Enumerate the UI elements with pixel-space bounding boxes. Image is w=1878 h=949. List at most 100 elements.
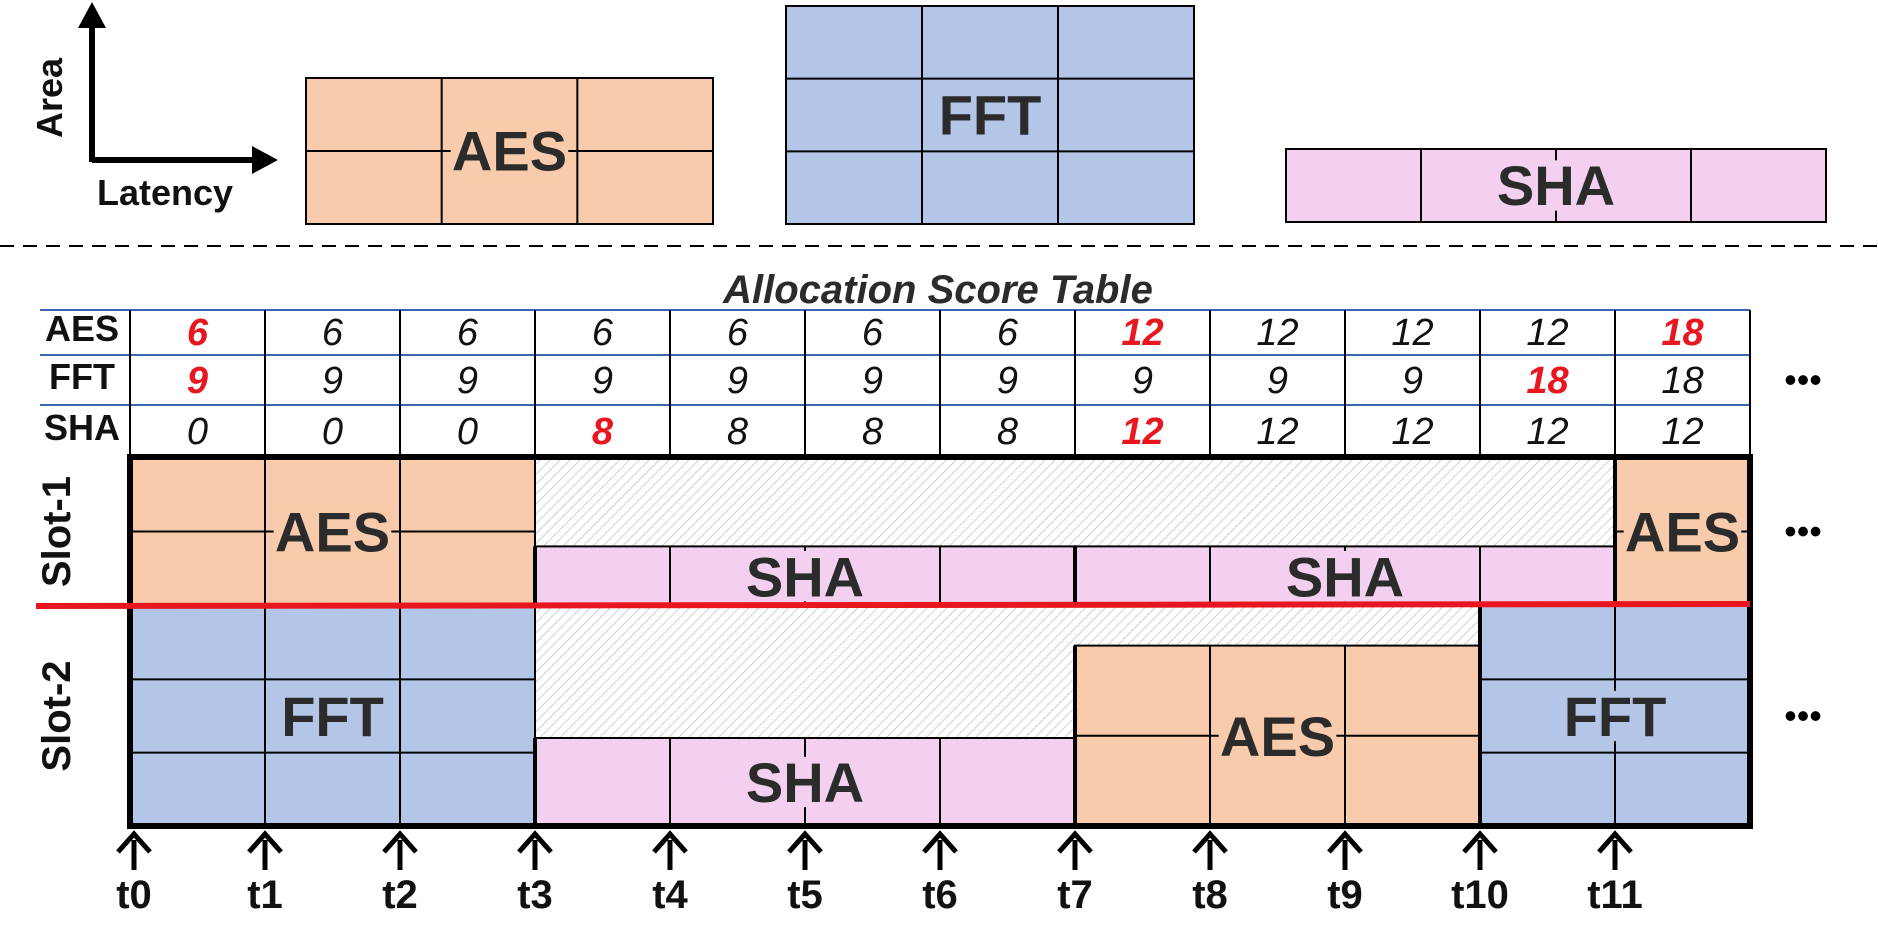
legend-block-aes: AES bbox=[305, 77, 714, 225]
axis-icon bbox=[78, 2, 278, 174]
score-cell-sha-8: 12 bbox=[1256, 411, 1298, 453]
slot-2-task-aes-2: AES bbox=[1073, 644, 1481, 827]
time-label: t2 bbox=[382, 873, 418, 917]
score-cell-fft-4: 9 bbox=[727, 360, 748, 402]
score-cell-sha-6: 8 bbox=[997, 411, 1018, 453]
slot-label-2: Slot-2 bbox=[35, 660, 79, 771]
time-marker-t2: t2 bbox=[382, 830, 418, 917]
score-cell-aes-9: 12 bbox=[1391, 312, 1433, 354]
score-cell-aes-2: 6 bbox=[457, 312, 479, 354]
score-cell-fft-1: 9 bbox=[322, 360, 343, 402]
time-label: t1 bbox=[247, 873, 283, 917]
task-label: SHA bbox=[746, 751, 864, 814]
score-cell-fft-2: 9 bbox=[457, 360, 478, 402]
score-cell-sha-11: 12 bbox=[1661, 411, 1703, 453]
slot-2-task-fft-3: FFT bbox=[1478, 605, 1751, 827]
score-cell-fft-0: 9 bbox=[187, 360, 208, 402]
slot-1-task-sha-2: SHA bbox=[1073, 545, 1616, 608]
score-cell-aes-1: 6 bbox=[322, 312, 344, 354]
score-cell-fft-9: 9 bbox=[1402, 360, 1423, 402]
score-cell-sha-2: 0 bbox=[457, 411, 478, 453]
score-cell-sha-7: 12 bbox=[1121, 411, 1163, 453]
time-marker-t1: t1 bbox=[247, 830, 283, 917]
legend-block-label: FFT bbox=[939, 84, 1042, 147]
slot-2-task-sha-1: SHA bbox=[533, 737, 1076, 827]
score-cell-sha-5: 8 bbox=[862, 411, 883, 453]
x-axis-label: Latency bbox=[97, 172, 233, 213]
time-label: t8 bbox=[1192, 873, 1228, 917]
time-marker-t3: t3 bbox=[517, 830, 553, 917]
score-table-ellipsis: ••• bbox=[1784, 359, 1822, 400]
slot-frame bbox=[127, 454, 1753, 829]
slot-1-task-aes-3: AES bbox=[1613, 456, 1751, 607]
time-marker-t7: t7 bbox=[1057, 830, 1093, 917]
task-label: AES bbox=[275, 501, 390, 564]
slot-ellipsis-2: ••• bbox=[1784, 695, 1822, 736]
time-label: t7 bbox=[1057, 873, 1093, 917]
score-cell-aes-11: 18 bbox=[1661, 312, 1704, 354]
time-label: t0 bbox=[116, 873, 152, 917]
task-label: FFT bbox=[281, 685, 384, 748]
score-table: Allocation Score Table AES 6 6 6 6 6 6 6 12 12 12 1… bbox=[40, 268, 1822, 457]
slot-boundary-line bbox=[35, 601, 1751, 609]
score-cell-aes-8: 12 bbox=[1256, 312, 1298, 354]
time-marker-t5: t5 bbox=[787, 830, 823, 917]
time-label: t4 bbox=[652, 873, 688, 917]
score-cell-sha-9: 12 bbox=[1391, 411, 1433, 453]
legend-block-label: AES bbox=[452, 120, 567, 183]
score-cell-fft-8: 9 bbox=[1267, 360, 1288, 402]
legend-block-sha: SHA bbox=[1285, 148, 1827, 223]
score-cell-aes-5: 6 bbox=[862, 312, 884, 354]
slot-2-task-fft-0: FFT bbox=[128, 605, 536, 827]
time-marker-t4: t4 bbox=[652, 830, 689, 917]
task-label: AES bbox=[1220, 705, 1335, 768]
time-marker-t11: t11 bbox=[1587, 830, 1643, 917]
time-marker-t10: t10 bbox=[1451, 830, 1509, 917]
score-cell-aes-10: 12 bbox=[1526, 312, 1568, 354]
score-cell-fft-6: 9 bbox=[997, 360, 1018, 402]
time-label: t3 bbox=[517, 873, 553, 917]
legend: Area Latency AES FFT SHA bbox=[29, 2, 1827, 225]
time-label: t6 bbox=[922, 873, 958, 917]
score-cell-aes-3: 6 bbox=[592, 312, 614, 354]
score-cell-aes-0: 6 bbox=[187, 312, 209, 354]
slot-1-task-sha-1: SHA bbox=[533, 545, 1076, 608]
score-cell-fft-10: 18 bbox=[1526, 360, 1569, 402]
time-label: t10 bbox=[1451, 873, 1509, 917]
score-cell-sha-0: 0 bbox=[187, 411, 208, 453]
score-cell-sha-1: 0 bbox=[322, 411, 343, 453]
time-label: t5 bbox=[787, 873, 823, 917]
slot-timeline: AES SHA SHA AES Slot-1 ••• FFT SHA AES FFT Slot-2 •… bbox=[35, 454, 1822, 917]
time-marker-t6: t6 bbox=[922, 830, 958, 917]
score-cell-sha-3: 8 bbox=[592, 411, 614, 453]
legend-block-label: SHA bbox=[1497, 154, 1615, 217]
slot-1-task-aes-0: AES bbox=[128, 456, 536, 607]
task-label: SHA bbox=[1286, 545, 1404, 608]
legend-block-fft: FFT bbox=[785, 5, 1195, 225]
score-cell-sha-4: 8 bbox=[727, 411, 748, 453]
time-marker-t9: t9 bbox=[1327, 830, 1363, 917]
time-marker-t8: t8 bbox=[1192, 830, 1228, 917]
score-row-label-aes: AES bbox=[45, 308, 119, 349]
score-cell-sha-10: 12 bbox=[1526, 411, 1568, 453]
score-cell-fft-5: 9 bbox=[862, 360, 883, 402]
task-label: SHA bbox=[746, 545, 864, 608]
score-row-label-sha: SHA bbox=[44, 407, 120, 448]
time-label: t11 bbox=[1587, 873, 1643, 917]
score-row-label-fft: FFT bbox=[49, 356, 115, 397]
score-cell-aes-6: 6 bbox=[997, 312, 1019, 354]
score-cell-fft-11: 18 bbox=[1661, 360, 1703, 402]
time-marker-t0: t0 bbox=[116, 830, 152, 917]
slot-ellipsis-1: ••• bbox=[1784, 511, 1822, 552]
score-cell-aes-7: 12 bbox=[1121, 312, 1163, 354]
y-axis-label: Area bbox=[29, 57, 70, 138]
task-label: AES bbox=[1625, 501, 1740, 564]
score-cell-aes-4: 6 bbox=[727, 312, 749, 354]
score-cell-fft-7: 9 bbox=[1132, 360, 1153, 402]
task-label: FFT bbox=[1564, 685, 1667, 748]
slot-label-1: Slot-1 bbox=[35, 476, 79, 587]
time-label: t9 bbox=[1327, 873, 1363, 917]
score-table-title: Allocation Score Table bbox=[722, 268, 1153, 312]
score-cell-fft-3: 9 bbox=[592, 360, 613, 402]
